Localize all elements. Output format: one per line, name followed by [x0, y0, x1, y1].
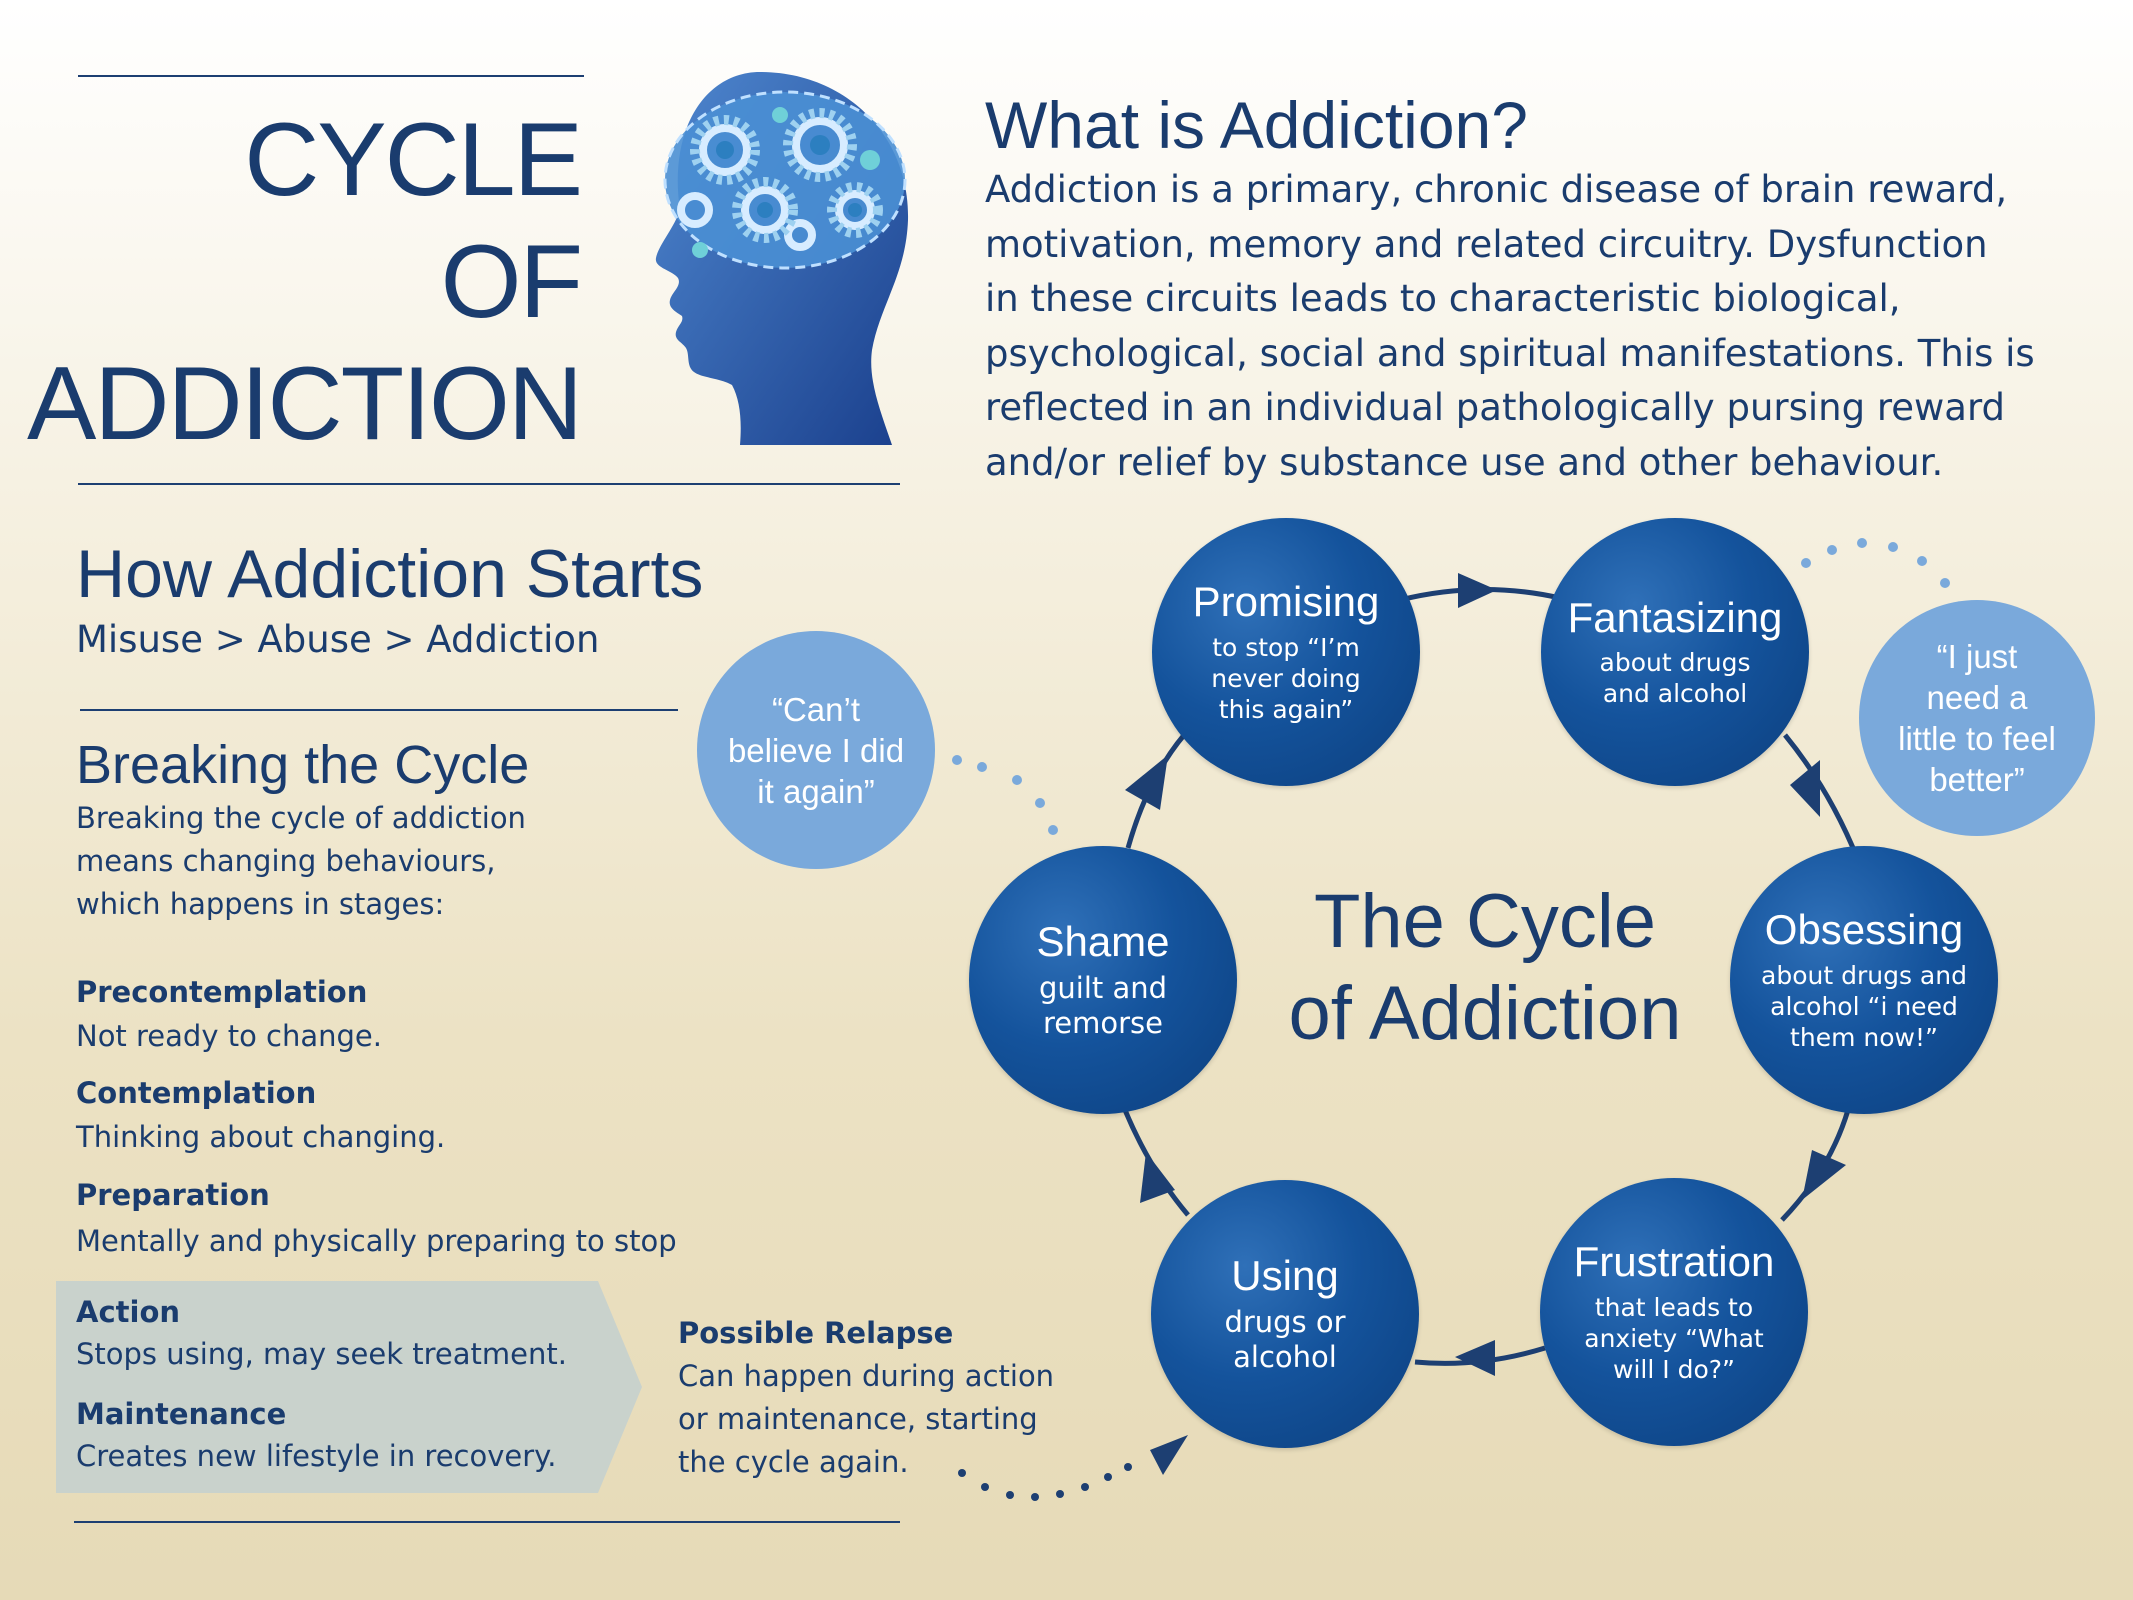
stage-desc: Thinking about changing.	[76, 1120, 446, 1154]
node-sub: drugs or alcohol	[1224, 1305, 1346, 1375]
relapse-block: Possible Relapse Can happen during actio…	[678, 1313, 1054, 1484]
stage-name: Contemplation	[76, 1076, 317, 1110]
relapse-dot	[981, 1483, 989, 1491]
title-line-1: CYCLE	[244, 102, 583, 218]
arrowhead-to-frustration	[1802, 1150, 1846, 1200]
node-frustration: Frustration that leads to anxiety “What …	[1540, 1178, 1808, 1446]
stage-name: Precontemplation	[76, 975, 368, 1009]
relapse-title: Possible Relapse	[678, 1316, 954, 1350]
relapse-dot	[1081, 1483, 1089, 1491]
relapse-line-3: the cycle again.	[678, 1445, 909, 1479]
quote-dot-left	[1035, 798, 1045, 808]
quote-dot-right	[1801, 558, 1811, 568]
quote-dot-right	[1940, 578, 1950, 588]
quote-dot-left	[1048, 825, 1058, 835]
head-with-gears-icon	[655, 72, 909, 445]
stage-action: Action Stops using, may seek treatment.	[76, 1292, 567, 1374]
node-sub: guilt and remorse	[1038, 971, 1168, 1041]
what-line-3: in these circuits leads to characteristi…	[985, 277, 1901, 320]
relapse-dot	[1006, 1491, 1014, 1499]
node-title: Promising	[1192, 578, 1380, 626]
relapse-dot	[1124, 1463, 1132, 1471]
relapse-dot	[1056, 1490, 1064, 1498]
quote-dot-left	[1012, 775, 1022, 785]
action-panel	[56, 1281, 642, 1493]
relapse-line-2: or maintenance, starting	[678, 1402, 1038, 1436]
node-obsessing: Obsessing about drugs and alcohol “i nee…	[1730, 846, 1998, 1114]
title-line-2: OF	[440, 224, 583, 340]
node-title: Using	[1231, 1251, 1339, 1299]
relapse-dot	[1031, 1493, 1039, 1501]
arrowhead-to-shame	[1140, 1152, 1175, 1203]
node-using: Using drugs or alcohol	[1151, 1180, 1419, 1448]
stage-maintenance: Maintenance Creates new lifestyle in rec…	[76, 1394, 556, 1476]
node-title: Fantasizing	[1567, 593, 1783, 641]
relapse-arrowhead	[1150, 1435, 1188, 1475]
stage-name: Preparation	[76, 1178, 270, 1212]
what-line-4: psychological, social and spiritual mani…	[985, 331, 2035, 375]
stage-desc: Stops using, may seek treatment.	[76, 1337, 567, 1371]
node-title: Shame	[1036, 917, 1170, 965]
relapse-dot	[1104, 1473, 1112, 1481]
stage-preparation: Preparation Mentally and physically prep…	[76, 1175, 677, 1261]
cycle-center-title: The Cycle of Addiction	[1288, 879, 1682, 1056]
quote-dot-right	[1857, 538, 1867, 548]
stage-desc: Creates new lifestyle in recovery.	[76, 1439, 557, 1473]
quote-dot-left	[952, 755, 962, 765]
quote-dot-right	[1888, 542, 1898, 552]
arrowhead-to-obsessing	[1790, 760, 1820, 817]
stage-name: Maintenance	[76, 1397, 287, 1431]
stage-desc: Not ready to change.	[76, 1019, 382, 1053]
starts-subtitle: Misuse > Abuse > Addiction	[76, 618, 600, 661]
what-heading: What is Addiction?	[985, 88, 1528, 162]
node-fantasizing: Fantasizing about drugs and alcohol	[1541, 518, 1809, 786]
bottom-rule	[74, 1521, 900, 1523]
breaking-intro-line-1: Breaking the cycle of addiction	[76, 801, 526, 835]
relapse-line-1: Can happen during action	[678, 1359, 1055, 1393]
breaking-intro-line-2: means changing behaviours,	[76, 844, 496, 878]
starts-rule	[80, 709, 678, 711]
breaking-heading: Breaking the Cycle	[76, 735, 530, 795]
title-top-rule	[78, 75, 584, 77]
what-line-6: and/or relief by substance use and other…	[985, 440, 1944, 484]
quote-dot-right	[1827, 545, 1837, 555]
node-title: Frustration	[1573, 1238, 1775, 1286]
quote-dot-left	[977, 762, 987, 772]
what-line-5: reflected in an individual pathologicall…	[985, 386, 2006, 429]
node-sub: about drugs and alcohol	[1599, 648, 1751, 709]
node-sub: that leads to anxiety “What will I do?”	[1584, 1292, 1764, 1384]
arc-fantasizing-obsessing	[1783, 733, 1861, 861]
relapse-dot	[958, 1469, 966, 1477]
stage-name: Action	[76, 1295, 181, 1329]
stage-desc: Mentally and physically preparing to sto…	[76, 1224, 677, 1258]
node-shame: Shame guilt and remorse	[969, 846, 1237, 1114]
node-title: Obsessing	[1764, 906, 1964, 954]
what-body: Addiction is a primary, chronic disease …	[985, 163, 2105, 490]
stage-precontemplation: Precontemplation Not ready to change.	[76, 972, 382, 1056]
arc-using-shame	[1122, 1109, 1190, 1217]
quote-just-need: “I just need a little to feel better”	[1859, 600, 2095, 836]
node-sub: about drugs and alcohol “i need them now…	[1761, 960, 1967, 1052]
quote-dot-right	[1917, 556, 1927, 566]
arrowhead-to-using	[1455, 1340, 1495, 1376]
node-sub: to stop “I’m never doing this again”	[1211, 632, 1361, 724]
title-bottom-rule	[78, 483, 900, 485]
what-line-1: Addiction is a primary, chronic disease …	[985, 168, 2008, 211]
arrowhead-to-fantasizing	[1458, 573, 1497, 608]
breaking-intro-line-3: which happens in stages:	[76, 887, 445, 921]
arrowhead-to-promising	[1125, 755, 1168, 810]
what-line-2: motivation, memory and related circuitry…	[985, 222, 1988, 266]
starts-heading: How Addiction Starts	[76, 536, 704, 612]
breaking-intro: Breaking the cycle of addiction means ch…	[76, 797, 526, 926]
title-line-3: ADDICTION	[27, 346, 583, 462]
quote-cant-believe: “Can’t believe I did it again”	[697, 631, 935, 869]
node-promising: Promising to stop “I’m never doing this …	[1152, 518, 1420, 786]
stage-contemplation: Contemplation Thinking about changing.	[76, 1073, 445, 1157]
